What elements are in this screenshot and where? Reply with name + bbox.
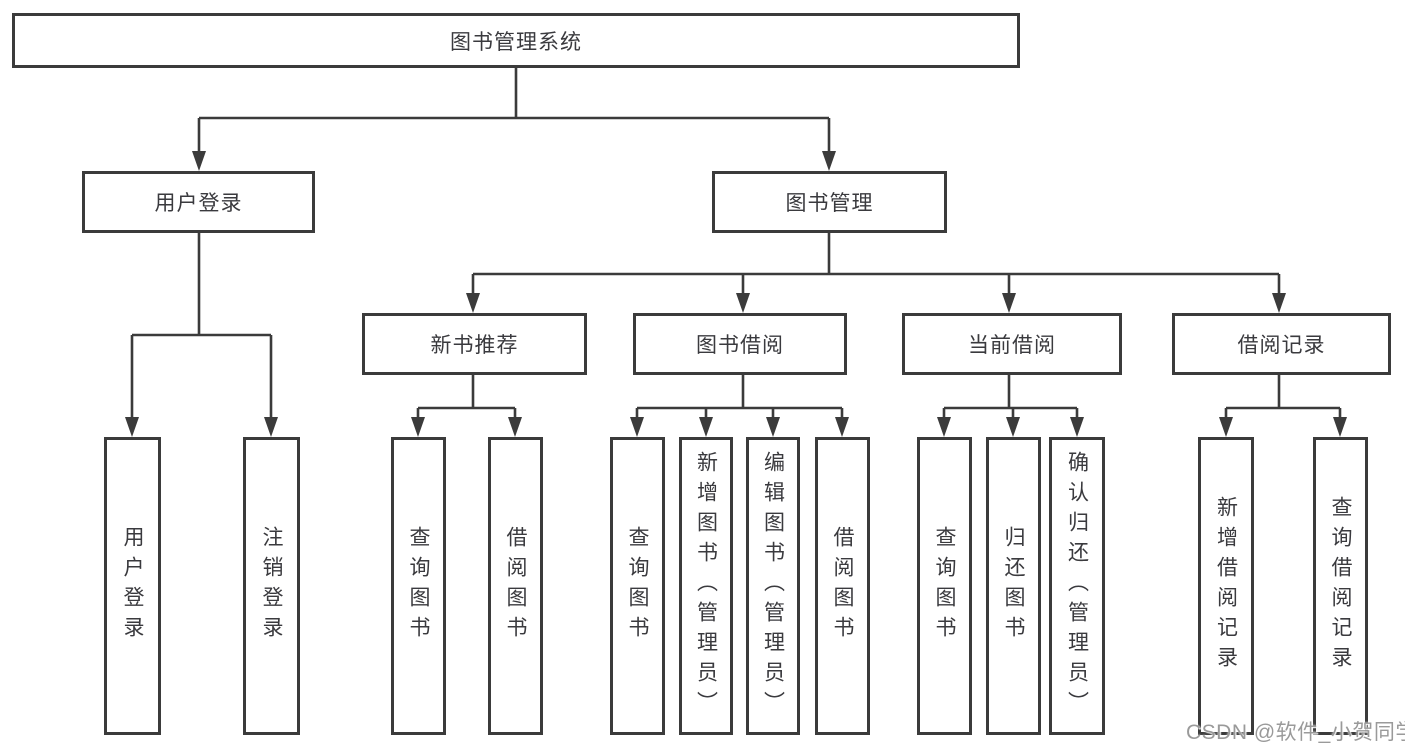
- leaf-label: 归还图书: [1002, 526, 1025, 646]
- leaf-label: 查询图书: [933, 526, 956, 646]
- leaf-label: 查询图书: [626, 526, 649, 646]
- leaf-label: 查询图书: [407, 526, 430, 646]
- leaf-edit-book-admin: 编辑图书（管理员）: [746, 437, 800, 735]
- leaf-label: 新增图书（管理员）: [694, 451, 718, 721]
- leaf-label: 编辑图书（管理员）: [761, 451, 785, 721]
- leaf-label: 用户登录: [121, 526, 144, 646]
- node-user-login: 用户登录: [82, 171, 315, 233]
- leaf-label: 确认归还（管理员）: [1065, 451, 1089, 721]
- node-label: 图书借阅: [696, 334, 784, 357]
- csdn-watermark: CSDN @软件_小贺同学: [1186, 721, 1405, 744]
- node-label: 图书管理系统: [450, 30, 582, 54]
- leaf-query-book-3: 查询图书: [917, 437, 972, 735]
- node-new-book-recommend: 新书推荐: [362, 313, 587, 375]
- leaf-add-book-admin: 新增图书（管理员）: [679, 437, 733, 735]
- leaf-user-login: 用户登录: [104, 437, 161, 735]
- leaf-query-borrow-record: 查询借阅记录: [1313, 437, 1368, 735]
- leaf-confirm-return-admin: 确认归还（管理员）: [1049, 437, 1105, 735]
- connector-strokes: [130, 68, 1342, 422]
- node-current-borrow: 当前借阅: [902, 313, 1122, 375]
- node-label: 当前借阅: [968, 334, 1056, 357]
- leaf-add-borrow-record: 新增借阅记录: [1198, 437, 1254, 735]
- node-label: 图书管理: [785, 192, 874, 215]
- leaf-label: 注销登录: [260, 526, 283, 646]
- leaf-label: 借阅图书: [504, 526, 527, 646]
- leaf-borrow-book-1: 借阅图书: [488, 437, 543, 735]
- node-book-management: 图书管理: [712, 171, 947, 233]
- leaf-query-book-2: 查询图书: [610, 437, 665, 735]
- leaf-label: 查询借阅记录: [1329, 496, 1352, 676]
- node-label: 新书推荐: [430, 334, 519, 357]
- node-book-borrow: 图书借阅: [633, 313, 847, 375]
- node-borrow-records: 借阅记录: [1172, 313, 1391, 375]
- node-library-management-system: 图书管理系统: [12, 13, 1020, 68]
- leaf-label: 借阅图书: [831, 526, 854, 646]
- node-label: 借阅记录: [1237, 334, 1326, 357]
- leaf-label: 新增借阅记录: [1214, 496, 1238, 676]
- leaf-borrow-book-2: 借阅图书: [815, 437, 870, 735]
- leaf-return-book: 归还图书: [986, 437, 1041, 735]
- leaf-query-book-1: 查询图书: [391, 437, 446, 735]
- node-label: 用户登录: [154, 192, 243, 215]
- arrowheads: [125, 151, 1347, 437]
- leaf-logout: 注销登录: [243, 437, 300, 735]
